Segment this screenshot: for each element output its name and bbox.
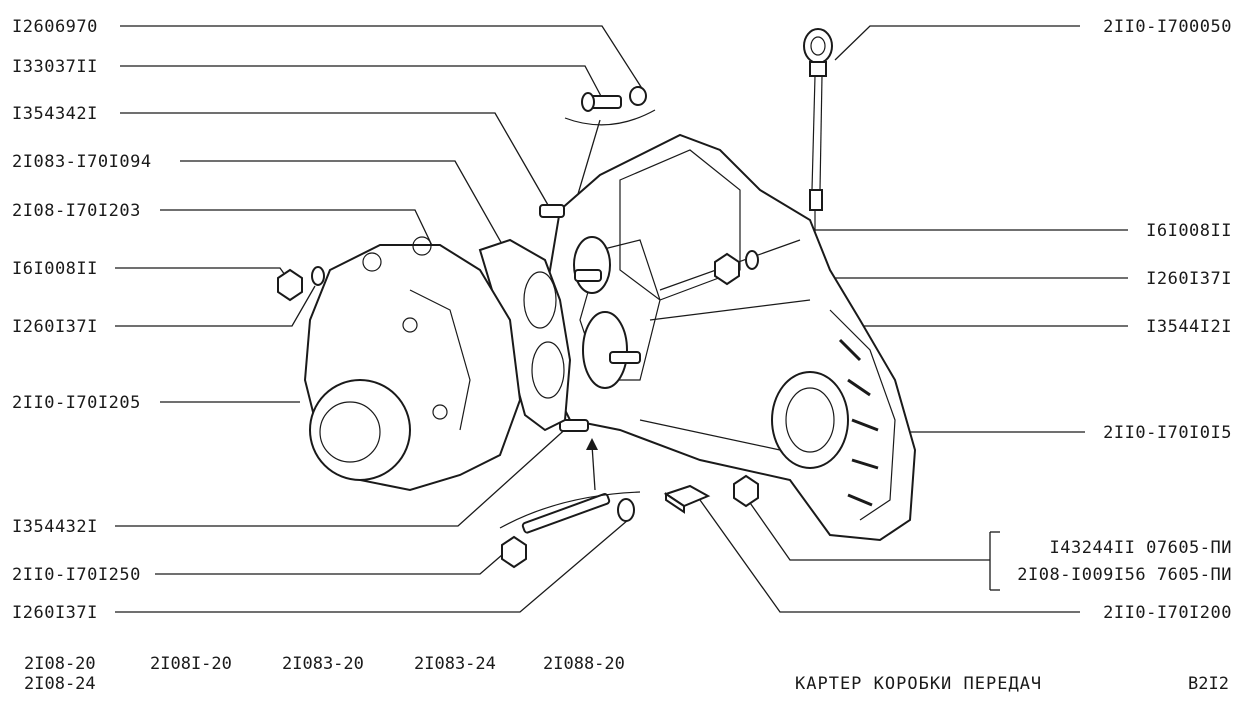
part-label-left-5: 2I08-I70I203 bbox=[12, 201, 141, 221]
drain-plug bbox=[733, 474, 759, 508]
long-bolt bbox=[499, 438, 641, 569]
part-label-right-8: 2II0-I70I200 bbox=[1103, 603, 1232, 623]
model-code: 2I08-24 bbox=[24, 674, 96, 694]
model-code: 2I08I-20 bbox=[150, 654, 232, 674]
nut-washer-right bbox=[714, 250, 759, 286]
part-label-right-7: 2I08-I009I56 7605-ПИ bbox=[1017, 565, 1232, 585]
part-label-right-2: I6I008II bbox=[1146, 221, 1232, 241]
part-label-right-4: I3544I2I bbox=[1146, 317, 1232, 337]
part-label-left-8: 2II0-I70I205 bbox=[12, 393, 141, 413]
part-label-left-1: I2606970 bbox=[12, 17, 98, 37]
page-code: B2I2 bbox=[1188, 674, 1229, 694]
part-label-right-6: I43244II 07605-ПИ bbox=[1049, 538, 1232, 558]
model-code: 2I083-24 bbox=[414, 654, 496, 674]
part-label-left-4: 2I083-I70I094 bbox=[12, 152, 152, 172]
magnet-block bbox=[663, 484, 711, 514]
model-code: 2I088-20 bbox=[543, 654, 625, 674]
part-label-left-10: 2II0-I70I250 bbox=[12, 565, 141, 585]
part-label-right-5: 2II0-I70I0I5 bbox=[1103, 423, 1232, 443]
diagram-title: КАРТЕР КОРОБКИ ПЕРЕДАЧ bbox=[795, 674, 1043, 694]
gearbox-housing bbox=[539, 133, 917, 542]
dipstick bbox=[803, 28, 833, 260]
part-label-left-11: I260I37I bbox=[12, 603, 98, 623]
rear-cover bbox=[303, 236, 522, 492]
nut-washer-left bbox=[277, 266, 325, 302]
part-label-left-6: I6I008II bbox=[12, 259, 98, 279]
part-label-left-2: I33037II bbox=[12, 57, 98, 77]
part-label-right-1: 2II0-I700050 bbox=[1103, 17, 1232, 37]
part-label-left-9: I354432I bbox=[12, 517, 98, 537]
model-code: 2I083-20 bbox=[282, 654, 364, 674]
part-label-left-7: I260I37I bbox=[12, 317, 98, 337]
model-code: 2I08-20 bbox=[24, 654, 96, 674]
part-label-left-3: I354342I bbox=[12, 104, 98, 124]
part-label-right-3: I260I37I bbox=[1146, 269, 1232, 289]
